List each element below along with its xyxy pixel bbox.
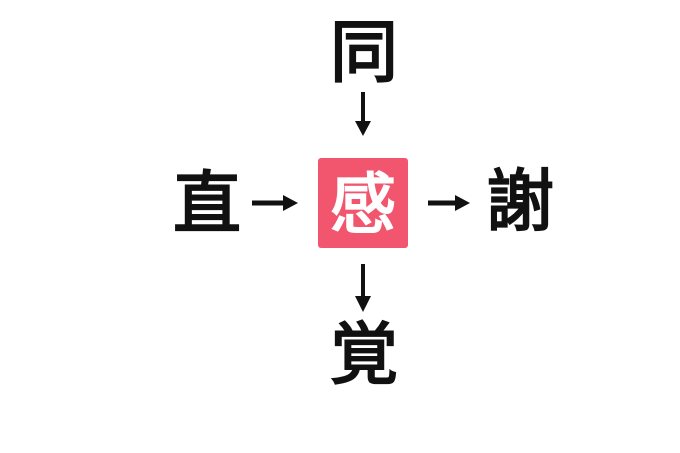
- puzzle-left-kanji: 直: [172, 166, 242, 242]
- puzzle-right-kanji: 謝: [485, 164, 555, 240]
- puzzle-top-kanji: 同: [329, 15, 399, 91]
- arrow-down-icon: [353, 264, 373, 317]
- puzzle-bottom-kanji: 覚: [329, 317, 399, 393]
- puzzle-center-kanji: 感: [330, 167, 396, 241]
- puzzle-center-box: 感: [318, 158, 408, 248]
- arrow-right-icon: [252, 193, 298, 218]
- arrow-right-icon: [428, 193, 470, 218]
- arrow-down-icon: [353, 92, 373, 141]
